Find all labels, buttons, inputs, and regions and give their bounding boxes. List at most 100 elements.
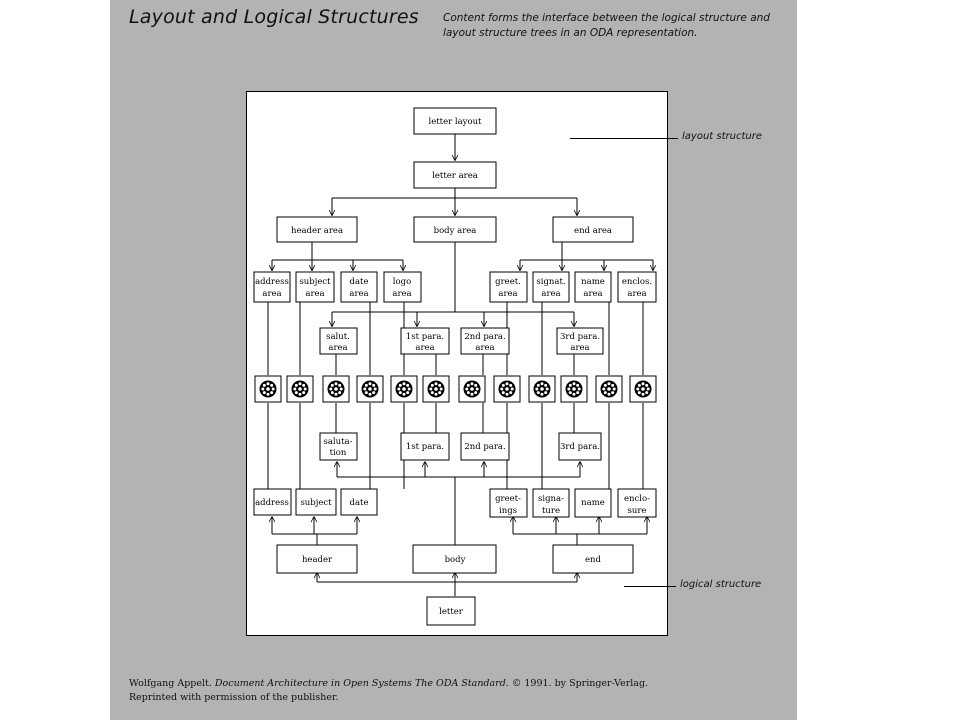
node-name-area: name area bbox=[574, 271, 612, 303]
node-body-area: body area bbox=[413, 216, 497, 243]
node-greeting-line2: ings bbox=[499, 506, 517, 516]
node-subject-area-line2: area bbox=[305, 289, 324, 299]
node-enclosure: enclo- sure bbox=[617, 488, 657, 518]
node-signature-line2: ture bbox=[542, 506, 560, 516]
node-greet-area: greet. area bbox=[489, 271, 528, 303]
node-name-area-line2: area bbox=[583, 289, 602, 299]
node-letter-label: letter bbox=[439, 607, 464, 617]
node-end-label: end bbox=[585, 555, 602, 565]
node-date-area: date area bbox=[340, 271, 378, 303]
node-greeting-line1: greet- bbox=[495, 494, 521, 504]
node-para2-area: 2nd para. area bbox=[460, 327, 510, 355]
layout-structure-label: layout structure bbox=[682, 131, 762, 142]
node-enclos-area-line1: enclos. bbox=[622, 277, 652, 287]
node-header: header bbox=[276, 544, 358, 574]
node-address: address bbox=[253, 488, 292, 516]
node-enclos-area: enclos. area bbox=[617, 271, 657, 303]
node-salutation: saluta- tion bbox=[319, 432, 358, 461]
node-end-area-label: end area bbox=[574, 226, 612, 236]
node-letter-area: letter area bbox=[413, 161, 497, 189]
node-para1-area-line2: area bbox=[415, 343, 434, 353]
node-enclos-area-line2: area bbox=[627, 289, 646, 299]
node-date: date bbox=[340, 488, 378, 516]
citation-rights: © 1991. by Springer-Verlag. bbox=[511, 678, 649, 689]
node-date-label: date bbox=[350, 498, 369, 508]
node-signature: signa- ture bbox=[532, 488, 570, 518]
node-para2-area-line2: area bbox=[475, 343, 494, 353]
node-letter-layout: letter layout bbox=[413, 107, 497, 135]
node-signat-area-line1: signat. bbox=[536, 277, 565, 287]
node-letter-area-label: letter area bbox=[432, 171, 478, 181]
node-body: body bbox=[412, 544, 497, 574]
layout-tree-connectors bbox=[272, 134, 653, 326]
content-portion-gear-icon bbox=[493, 375, 521, 403]
node-greeting: greet- ings bbox=[489, 488, 528, 518]
node-letter: letter bbox=[426, 596, 476, 626]
node-para3: 3rd para. bbox=[558, 432, 602, 461]
node-address-area-line2: area bbox=[262, 289, 281, 299]
content-portion-gear-icon bbox=[629, 375, 657, 403]
node-subject-label: subject bbox=[300, 498, 332, 508]
logical-structure-label: logical structure bbox=[680, 579, 762, 590]
node-para3-label: 3rd para. bbox=[560, 442, 600, 452]
node-salut-area-line2: area bbox=[328, 343, 347, 353]
node-header-label: header bbox=[302, 555, 333, 565]
node-subject-area: subject area bbox=[295, 271, 335, 303]
node-greet-area-line1: greet. bbox=[495, 277, 521, 287]
citation-author: Wolfgang Appelt. bbox=[129, 678, 212, 689]
node-logo-area-line2: area bbox=[392, 289, 411, 299]
node-name-label: name bbox=[581, 498, 605, 508]
slide-caption: Content forms the interface between the … bbox=[443, 12, 770, 39]
node-address-label: address bbox=[255, 498, 289, 508]
content-portion-gear-icon bbox=[528, 375, 556, 403]
node-header-area-label: header area bbox=[291, 226, 343, 236]
node-letter-layout-label: letter layout bbox=[429, 117, 483, 127]
node-para3-area-line2: area bbox=[570, 343, 589, 353]
citation-footer: Wolfgang Appelt. Document Architecture i… bbox=[129, 677, 769, 705]
node-header-area: header area bbox=[276, 216, 358, 243]
node-signature-line1: signa- bbox=[538, 494, 564, 504]
node-greet-area-line2: area bbox=[498, 289, 517, 299]
node-name-area-line1: name bbox=[581, 277, 605, 287]
node-end: end bbox=[552, 544, 634, 574]
content-portion-gear-icon bbox=[356, 375, 384, 403]
node-end-area: end area bbox=[552, 216, 634, 243]
node-signat-area-line2: area bbox=[541, 289, 560, 299]
node-para3-area-line1: 3rd para. bbox=[560, 332, 600, 342]
node-address-area-line1: address bbox=[255, 277, 289, 287]
node-subject-area-line1: subject bbox=[299, 277, 331, 287]
content-portions-row bbox=[254, 375, 657, 403]
content-portion-gear-icon bbox=[595, 375, 623, 403]
node-para1: 1st para. bbox=[400, 432, 450, 461]
content-portion-gear-icon bbox=[390, 375, 418, 403]
diagram-canvas: letter layout letter area header area bo… bbox=[253, 107, 657, 626]
node-date-area-line1: date bbox=[350, 277, 369, 287]
node-para2: 2nd para. bbox=[460, 432, 510, 461]
node-para3-area: 3rd para. area bbox=[556, 327, 604, 355]
content-portion-gear-icon bbox=[458, 375, 486, 403]
node-signat-area: signat. area bbox=[532, 271, 570, 303]
content-portion-gear-icon bbox=[422, 375, 450, 403]
content-portion-gear-icon bbox=[560, 375, 588, 403]
oda-structure-diagram: letter layout letter area header area bo… bbox=[246, 91, 668, 636]
node-enclosure-line1: enclo- bbox=[624, 494, 650, 504]
node-para1-area: 1st para. area bbox=[400, 327, 450, 355]
node-address-area: address area bbox=[253, 271, 291, 303]
slide-title: Layout and Logical Structures bbox=[129, 6, 419, 28]
node-logo-area-line1: logo bbox=[393, 277, 411, 287]
node-logo-area: logo area bbox=[383, 271, 422, 303]
node-body-label: body bbox=[445, 555, 466, 565]
node-para2-area-line1: 2nd para. bbox=[464, 332, 505, 342]
node-date-area-line2: area bbox=[349, 289, 368, 299]
citation-book-title: Document Architecture in Open Systems Th… bbox=[214, 678, 509, 689]
logical-structure-pointer bbox=[624, 586, 676, 587]
content-portion-gear-icon bbox=[322, 375, 350, 403]
node-para2-label: 2nd para. bbox=[464, 442, 505, 452]
node-salutation-line2: tion bbox=[330, 448, 347, 458]
content-portion-gear-icon bbox=[254, 375, 282, 403]
node-name: name bbox=[574, 488, 612, 518]
node-subject: subject bbox=[295, 488, 337, 516]
node-para1-area-line1: 1st para. bbox=[406, 332, 444, 342]
node-body-area-label: body area bbox=[434, 226, 477, 236]
node-para1-label: 1st para. bbox=[406, 442, 444, 452]
